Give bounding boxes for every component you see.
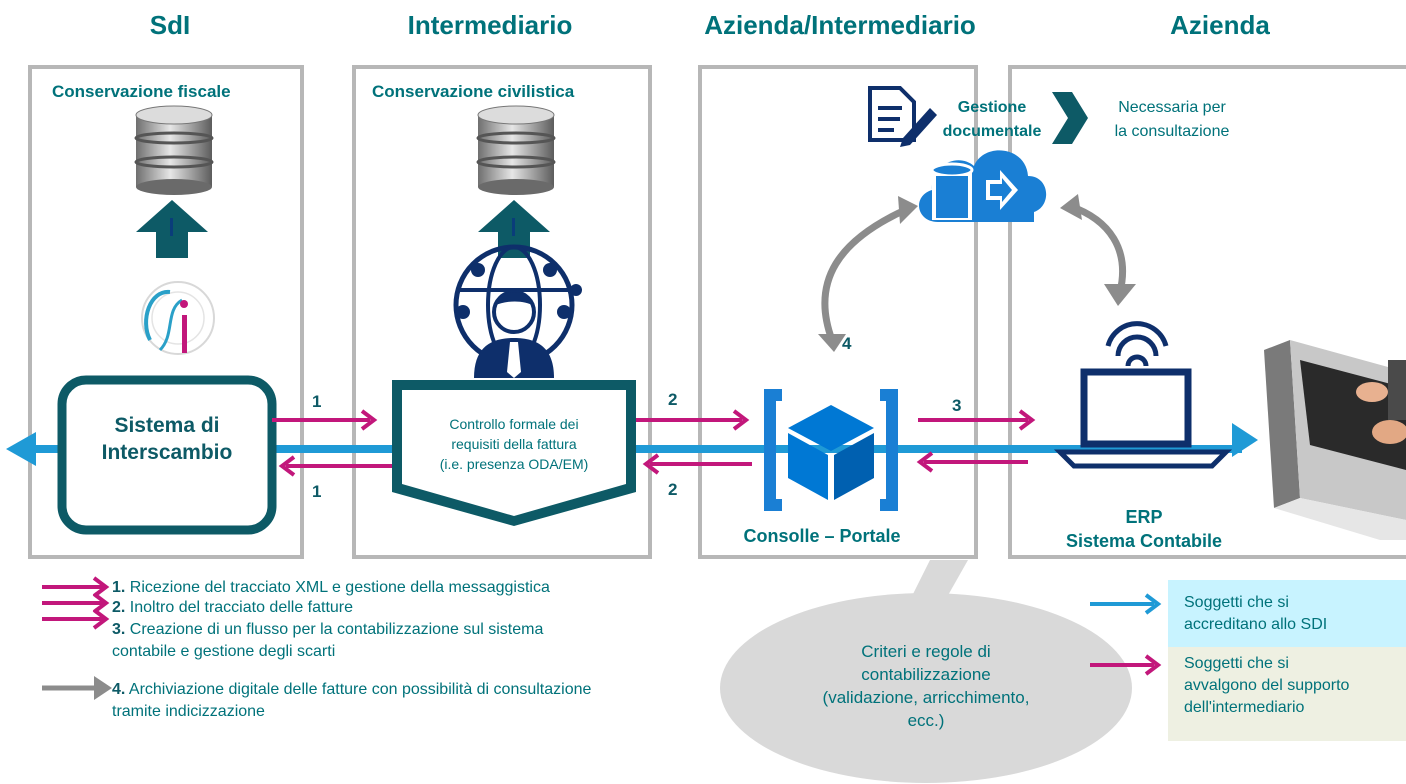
legend-item-4-num: 4. xyxy=(112,681,126,698)
key-blue-line2: accreditano allo SDI xyxy=(1184,616,1328,633)
conservazione-fiscale-label: Conservazione fiscale xyxy=(52,82,231,101)
gestione-note-line2: la consultazione xyxy=(1114,123,1230,140)
upload-arrow-icon-fiscale xyxy=(136,200,208,258)
sistema-di-interscambio-label: Sistema di Interscambio xyxy=(66,412,268,466)
legend-item-3b: contabile e gestione degli scarti xyxy=(112,643,336,660)
criteri-line1: Criteri e regole di xyxy=(861,642,991,661)
column-title-azienda-intermediario: Azienda/Intermediario xyxy=(704,10,976,40)
consolle-cube-icon xyxy=(764,389,898,511)
gestione-note-line1: Necessaria per xyxy=(1118,99,1226,116)
upload-arrow-icon-civilistica xyxy=(478,200,550,258)
flow-4-arrows xyxy=(818,194,1136,352)
controllo-line3: (i.e. presenza ODA/EM) xyxy=(439,456,589,472)
key-arrows xyxy=(1090,593,1162,676)
flow-number-1-top: 1 xyxy=(312,392,322,411)
erp-label: ERP Sistema Contabile xyxy=(1036,505,1252,553)
flow-3-arrows xyxy=(916,409,1036,473)
gestione-documentale-label: Gestione documentale xyxy=(930,96,1054,144)
flow-number-2-top: 2 xyxy=(668,390,678,409)
legend-item-2-text: Inoltro del tracciato delle fatture xyxy=(125,599,354,616)
controllo-line1: Controllo formale dei xyxy=(449,416,579,432)
flow-number-1-bottom: 1 xyxy=(312,482,322,501)
intermediary-globe-person-icon xyxy=(453,244,582,378)
flow-number-4: 4 xyxy=(842,334,852,353)
legend-item-1: 1. Ricezione del tracciato XML e gestion… xyxy=(112,578,550,598)
consolle-portale-label: Consolle – Portale xyxy=(743,526,901,546)
legend-item-1-num: 1. xyxy=(112,579,126,596)
gestione-line2: documentale xyxy=(942,123,1042,140)
column-title-sdi: SdI xyxy=(149,10,191,40)
chevron-right-icon xyxy=(1052,92,1088,144)
legend-item-3-text-a: Creazione di un flusso per la contabiliz… xyxy=(125,621,544,638)
sdi-box-line2: Interscambio xyxy=(101,441,233,464)
legend-item-2: 2. Inoltro del tracciato delle fatture xyxy=(112,598,353,618)
database-icon-civilistica xyxy=(476,105,556,195)
key-blue-line1: Soggetti che si xyxy=(1184,594,1289,611)
criteri-text: Criteri e regole di contabilizzazione (v… xyxy=(770,640,1082,732)
key-blue-box: Soggetti che si accreditano allo SDI xyxy=(1168,580,1406,647)
conservazione-civilistica-label: Conservazione civilistica xyxy=(372,82,575,101)
column-title-intermediario: Intermediario xyxy=(407,10,573,40)
database-icon-fiscale xyxy=(134,105,214,195)
gestione-note: Necessaria per la consultazione xyxy=(1092,96,1252,144)
cloud-database-icon xyxy=(919,150,1047,222)
legend-arrows xyxy=(42,576,112,700)
erp-line1: ERP xyxy=(1125,507,1163,527)
controllo-line2: requisiti della fattura xyxy=(451,436,577,452)
criteri-speech-bubble xyxy=(720,560,1132,783)
flow-number-2-bottom: 2 xyxy=(668,480,678,499)
panel-azienda xyxy=(1008,65,1406,559)
sdi-box-line1: Sistema di xyxy=(114,414,220,437)
sdi-logo-icon xyxy=(141,281,215,355)
controllo-formale-label: Controllo formale dei requisiti della fa… xyxy=(404,414,624,474)
gestione-line1: Gestione xyxy=(957,99,1027,116)
column-title-azienda: Azienda xyxy=(1170,10,1270,40)
sistema-di-interscambio-box xyxy=(57,375,277,535)
erp-line2: Sistema Contabile xyxy=(1065,531,1223,551)
key-pink-line2: avvalgono del supporto xyxy=(1184,677,1350,694)
legend-item-4-text-a: Archiviazione digitale delle fatture con… xyxy=(125,681,592,698)
legend-item-2-num: 2. xyxy=(112,599,126,616)
key-pink-box: Soggetti che si avvalgono del supporto d… xyxy=(1168,647,1406,741)
legend-item-1-text: Ricezione del tracciato XML e gestione d… xyxy=(125,579,550,596)
criteri-line4: ecc.) xyxy=(907,711,945,730)
laptop-typing-photo xyxy=(1264,340,1406,540)
document-edit-icon xyxy=(868,86,937,147)
panel-azienda-intermediario xyxy=(698,65,978,559)
criteri-line2: contabilizzazione xyxy=(861,665,991,684)
flow-2-arrows xyxy=(636,409,752,475)
flow-1-arrows xyxy=(272,409,392,477)
legend-item-3: 3. Creazione di un flusso per la contabi… xyxy=(112,620,543,640)
laptop-wifi-icon xyxy=(1053,321,1233,469)
criteri-line3: (validazione, arricchimento, xyxy=(822,688,1030,707)
key-pink-line3: dell'intermediario xyxy=(1184,699,1305,716)
legend-item-4b: tramite indicizzazione xyxy=(112,703,265,720)
legend-item-4: 4. Archiviazione digitale delle fatture … xyxy=(112,680,591,700)
key-pink-line1: Soggetti che si xyxy=(1184,655,1289,672)
legend-item-3-num: 3. xyxy=(112,621,126,638)
flow-number-3: 3 xyxy=(952,396,962,415)
